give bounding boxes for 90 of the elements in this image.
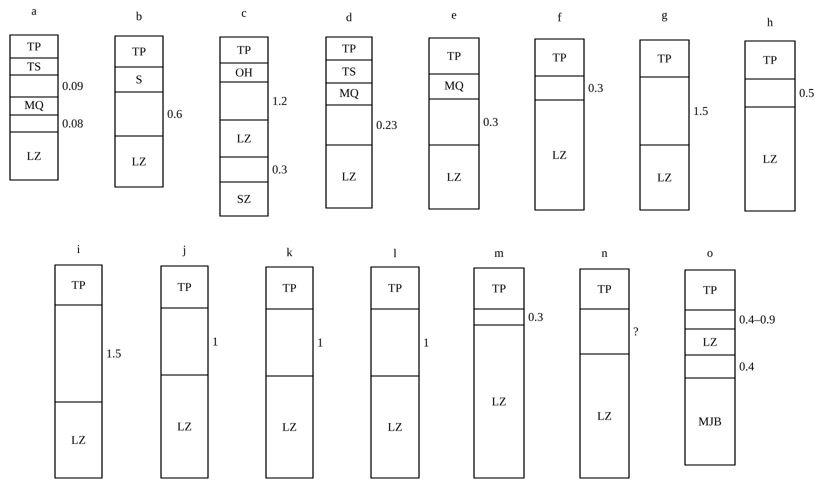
thickness-label: ? xyxy=(634,327,638,336)
layer-box xyxy=(579,308,630,355)
layer-box xyxy=(114,91,164,137)
node-label: j xyxy=(182,246,186,256)
layer-box: TP xyxy=(370,266,420,310)
layer-box: MJB xyxy=(684,377,736,466)
layer-box: TP xyxy=(684,269,736,311)
layer-box: TP xyxy=(639,39,690,78)
layer-box: TP xyxy=(54,264,103,306)
node-label: g xyxy=(662,12,668,22)
node-label: n xyxy=(602,251,608,257)
thickness-label: 1 xyxy=(424,338,428,346)
layer-box: LZ xyxy=(579,353,630,479)
layer-box xyxy=(219,81,269,121)
layer-box: MQ xyxy=(428,73,480,100)
node-label: m xyxy=(494,251,504,257)
layer-box: MQ xyxy=(9,96,59,116)
layer-box: LZ xyxy=(160,374,209,479)
layer-box: TP xyxy=(114,35,164,68)
layer-box: LZ xyxy=(9,131,59,181)
thickness-label: 0.4 xyxy=(740,362,754,371)
node-label: i xyxy=(77,245,80,253)
thickness-label: 0.3 xyxy=(588,84,603,92)
layer-box: TP xyxy=(428,37,480,75)
layer-box xyxy=(54,304,103,403)
thickness-label: 0.5 xyxy=(800,88,814,98)
thickness-label: 0.09 xyxy=(62,82,83,90)
layer-box xyxy=(744,78,796,108)
layer-box xyxy=(160,307,209,376)
layer-box: TP xyxy=(473,267,525,310)
layer-box: TP xyxy=(579,268,630,310)
layer-box: TP xyxy=(9,34,59,59)
layer-box xyxy=(370,308,420,377)
thickness-label: 0.3 xyxy=(484,118,498,126)
thickness-label: 0.23 xyxy=(376,120,397,130)
layer-box: TP xyxy=(219,36,269,64)
layer-box xyxy=(265,308,314,377)
thickness-label: 1.5 xyxy=(694,106,708,116)
layer-box xyxy=(9,74,59,98)
node-label: d xyxy=(346,12,352,22)
layer-box: S xyxy=(114,66,164,93)
layer-box: TP xyxy=(160,265,209,309)
layer-box: LZ xyxy=(370,375,420,479)
layer-box: LZ xyxy=(114,135,164,188)
node-label: a xyxy=(32,9,36,15)
layer-box: LZ xyxy=(325,144,373,209)
node-label: k xyxy=(286,248,293,256)
layer-box xyxy=(534,75,585,101)
layer-box xyxy=(473,308,525,326)
layer-box: TP xyxy=(265,266,314,310)
layer-box xyxy=(325,104,373,146)
layer-box: LZ xyxy=(684,328,736,356)
thickness-label: 1 xyxy=(318,338,322,346)
node-label: e xyxy=(452,13,456,19)
node-label: c xyxy=(242,11,246,17)
thickness-label: 0.3 xyxy=(272,165,287,174)
layer-box: TS xyxy=(9,57,59,76)
thickness-label: 0.4–0.9 xyxy=(740,315,775,324)
layer-box: LZ xyxy=(54,401,103,479)
thickness-label: 0.3 xyxy=(528,312,543,322)
layer-box xyxy=(219,156,269,183)
node-label: o xyxy=(707,251,713,257)
layer-box: TP xyxy=(325,36,373,61)
node-label: h xyxy=(767,18,773,26)
thickness-label: 0.08 xyxy=(62,119,83,128)
layer-box xyxy=(684,354,736,379)
layer-box: LZ xyxy=(744,106,796,212)
node-label: l xyxy=(394,248,396,258)
layer-box: TS xyxy=(325,59,373,84)
layer-box xyxy=(684,309,736,330)
thickness-label: 0.6 xyxy=(168,110,182,118)
thickness-label: 1.2 xyxy=(273,96,287,106)
layer-box: MQ xyxy=(325,82,373,106)
thickness-label: 1 xyxy=(213,338,218,346)
layer-box xyxy=(9,114,59,133)
thickness-label: 1.5 xyxy=(107,349,121,358)
layer-box: TP xyxy=(534,38,585,77)
layer-box: LZ xyxy=(639,144,690,211)
layer-box: TP xyxy=(744,40,796,80)
layer-box: SZ xyxy=(219,181,269,217)
layer-box: OH xyxy=(219,62,269,83)
layer-box xyxy=(639,76,690,146)
layer-box: LZ xyxy=(219,119,269,158)
layer-box: LZ xyxy=(428,144,480,210)
node-label: f xyxy=(558,12,562,22)
layer-box: LZ xyxy=(265,375,314,479)
layer-box: LZ xyxy=(534,99,585,211)
layer-box xyxy=(428,98,480,146)
layer-box: LZ xyxy=(473,324,525,479)
node-label: b xyxy=(136,12,142,20)
